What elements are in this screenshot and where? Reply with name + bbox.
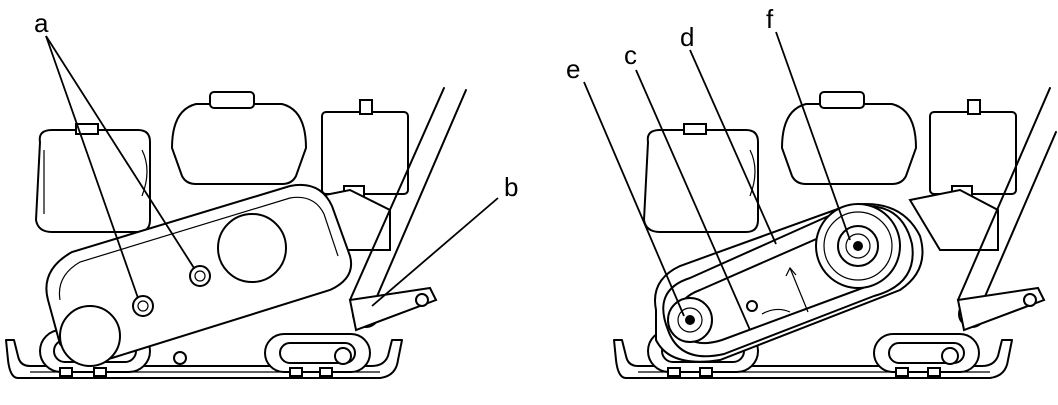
cover-window-lower — [59, 305, 121, 367]
handle-bar-back — [371, 89, 467, 309]
plate-hole — [746, 300, 758, 312]
tension-arrow — [789, 267, 809, 313]
muffler — [321, 111, 409, 195]
handle-bracket-r — [956, 286, 1046, 332]
leader-b — [371, 197, 499, 307]
callout-d: d — [680, 22, 694, 52]
handle-bracket-hole — [415, 293, 429, 307]
fuel-cap — [209, 91, 255, 109]
v-belt-outer — [662, 205, 914, 358]
exciter-pulley-center — [685, 315, 695, 325]
left-view-covered: a b — [5, 8, 518, 379]
clutch-hub-inner — [845, 233, 871, 259]
leader-d — [689, 49, 777, 245]
handle-bracket — [348, 286, 438, 332]
cover-fastener-upper — [189, 265, 211, 287]
belt-guard-rim — [58, 196, 339, 301]
drive-pulley-large-ring — [823, 211, 893, 281]
air-filter-housing-r — [642, 129, 759, 233]
leader-c — [635, 69, 751, 331]
leader-e — [583, 81, 685, 317]
callout-a: a — [34, 8, 49, 38]
handle-bar-front-r — [957, 87, 1051, 301]
clutch-hub-center — [853, 241, 863, 251]
callout-e: e — [566, 54, 580, 84]
handle-bar-back-r — [979, 131, 1057, 309]
leader-a-upper — [45, 35, 195, 269]
handle-bar-front — [349, 87, 445, 301]
tension-arrow-head — [785, 266, 797, 277]
filter-clip — [141, 149, 148, 197]
air-filter-cap — [75, 123, 99, 135]
nut-4 — [319, 367, 333, 377]
leader-a-lower — [45, 35, 139, 299]
fuel-tank-r — [780, 103, 918, 185]
nut-3 — [289, 367, 303, 377]
plate-slot — [761, 308, 791, 315]
base-plate-right — [613, 339, 1013, 379]
cover-fastener-lower-inner — [137, 300, 149, 312]
muffler-stack-r — [967, 99, 981, 115]
cover-fastener-upper-inner — [194, 270, 206, 282]
bolt-center — [173, 351, 187, 365]
leader-f — [775, 31, 851, 241]
right-view-belt-exposed: e c d f — [566, 4, 1057, 379]
nut-r3 — [895, 367, 909, 377]
handle-bracket-r-hole — [1023, 293, 1037, 307]
nut-r4 — [927, 367, 941, 377]
nut-r2 — [699, 367, 713, 377]
nut-1 — [59, 367, 73, 377]
callout-c: c — [624, 40, 637, 70]
air-filter-cap-r — [683, 123, 707, 135]
filter-clip-r — [749, 149, 756, 197]
fuel-tank — [170, 103, 308, 185]
callout-f: f — [766, 4, 774, 34]
cover-window — [217, 213, 287, 283]
bolt-right-r — [941, 347, 959, 365]
air-filter-housing — [34, 129, 151, 233]
nut-2 — [93, 367, 107, 377]
base-plate — [5, 339, 403, 379]
engine-block-r — [908, 188, 999, 251]
exciter-pulley-ring — [677, 307, 703, 333]
bolt-right — [334, 347, 352, 365]
muffler-r — [929, 111, 1017, 195]
fuel-cap-r — [819, 91, 865, 109]
cover-fastener-lower — [132, 295, 154, 317]
callout-b: b — [504, 172, 518, 202]
nut-r1 — [667, 367, 681, 377]
muffler-stack — [359, 99, 373, 115]
